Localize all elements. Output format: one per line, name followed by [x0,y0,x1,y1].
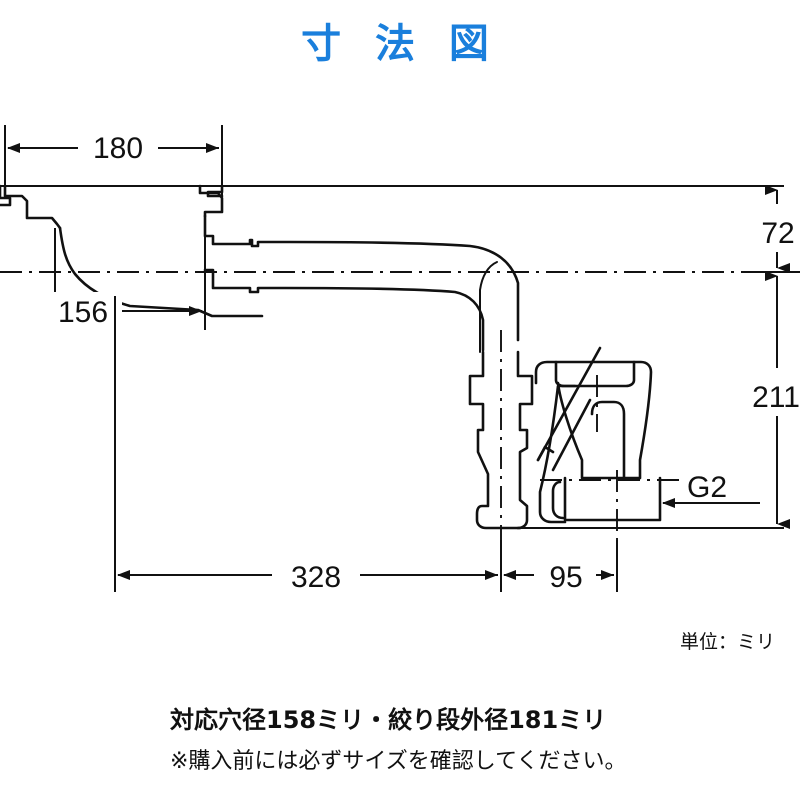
dimension-328: 328 [114,296,502,594]
dimension-label-180: 180 [93,132,143,165]
dimension-label-156: 156 [58,296,108,329]
sink-flange-left [0,184,62,230]
basin-inner-wall [58,226,264,318]
dimension-label-72: 72 [761,217,794,250]
note-line-1: 対応穴径158ミリ・絞り段外径181ミリ [170,706,606,734]
dimension-180: 180 [4,125,223,196]
mixer-body [534,360,662,524]
dimension-95: 95 [503,540,618,594]
thread-label-g2: G2 [662,471,760,508]
unit-note: 単位：ミリ [680,631,775,653]
dimension-label-328: 328 [291,561,341,594]
dimension-label-95: 95 [549,561,582,594]
note-line-2: ※購入前には必ずサイズを確認してください。 [170,749,626,774]
dimension-label-g2: G2 [687,471,727,504]
flange-right [198,184,224,218]
dimension-156: 156 [44,212,206,330]
dimension-72: 72 [745,185,800,273]
handle-lever [536,346,602,472]
dimension-label-211: 211 [752,381,800,414]
page-title: 寸 法 図 [301,21,499,67]
dimension-211: 211 [745,271,800,529]
spout-body [203,214,520,353]
